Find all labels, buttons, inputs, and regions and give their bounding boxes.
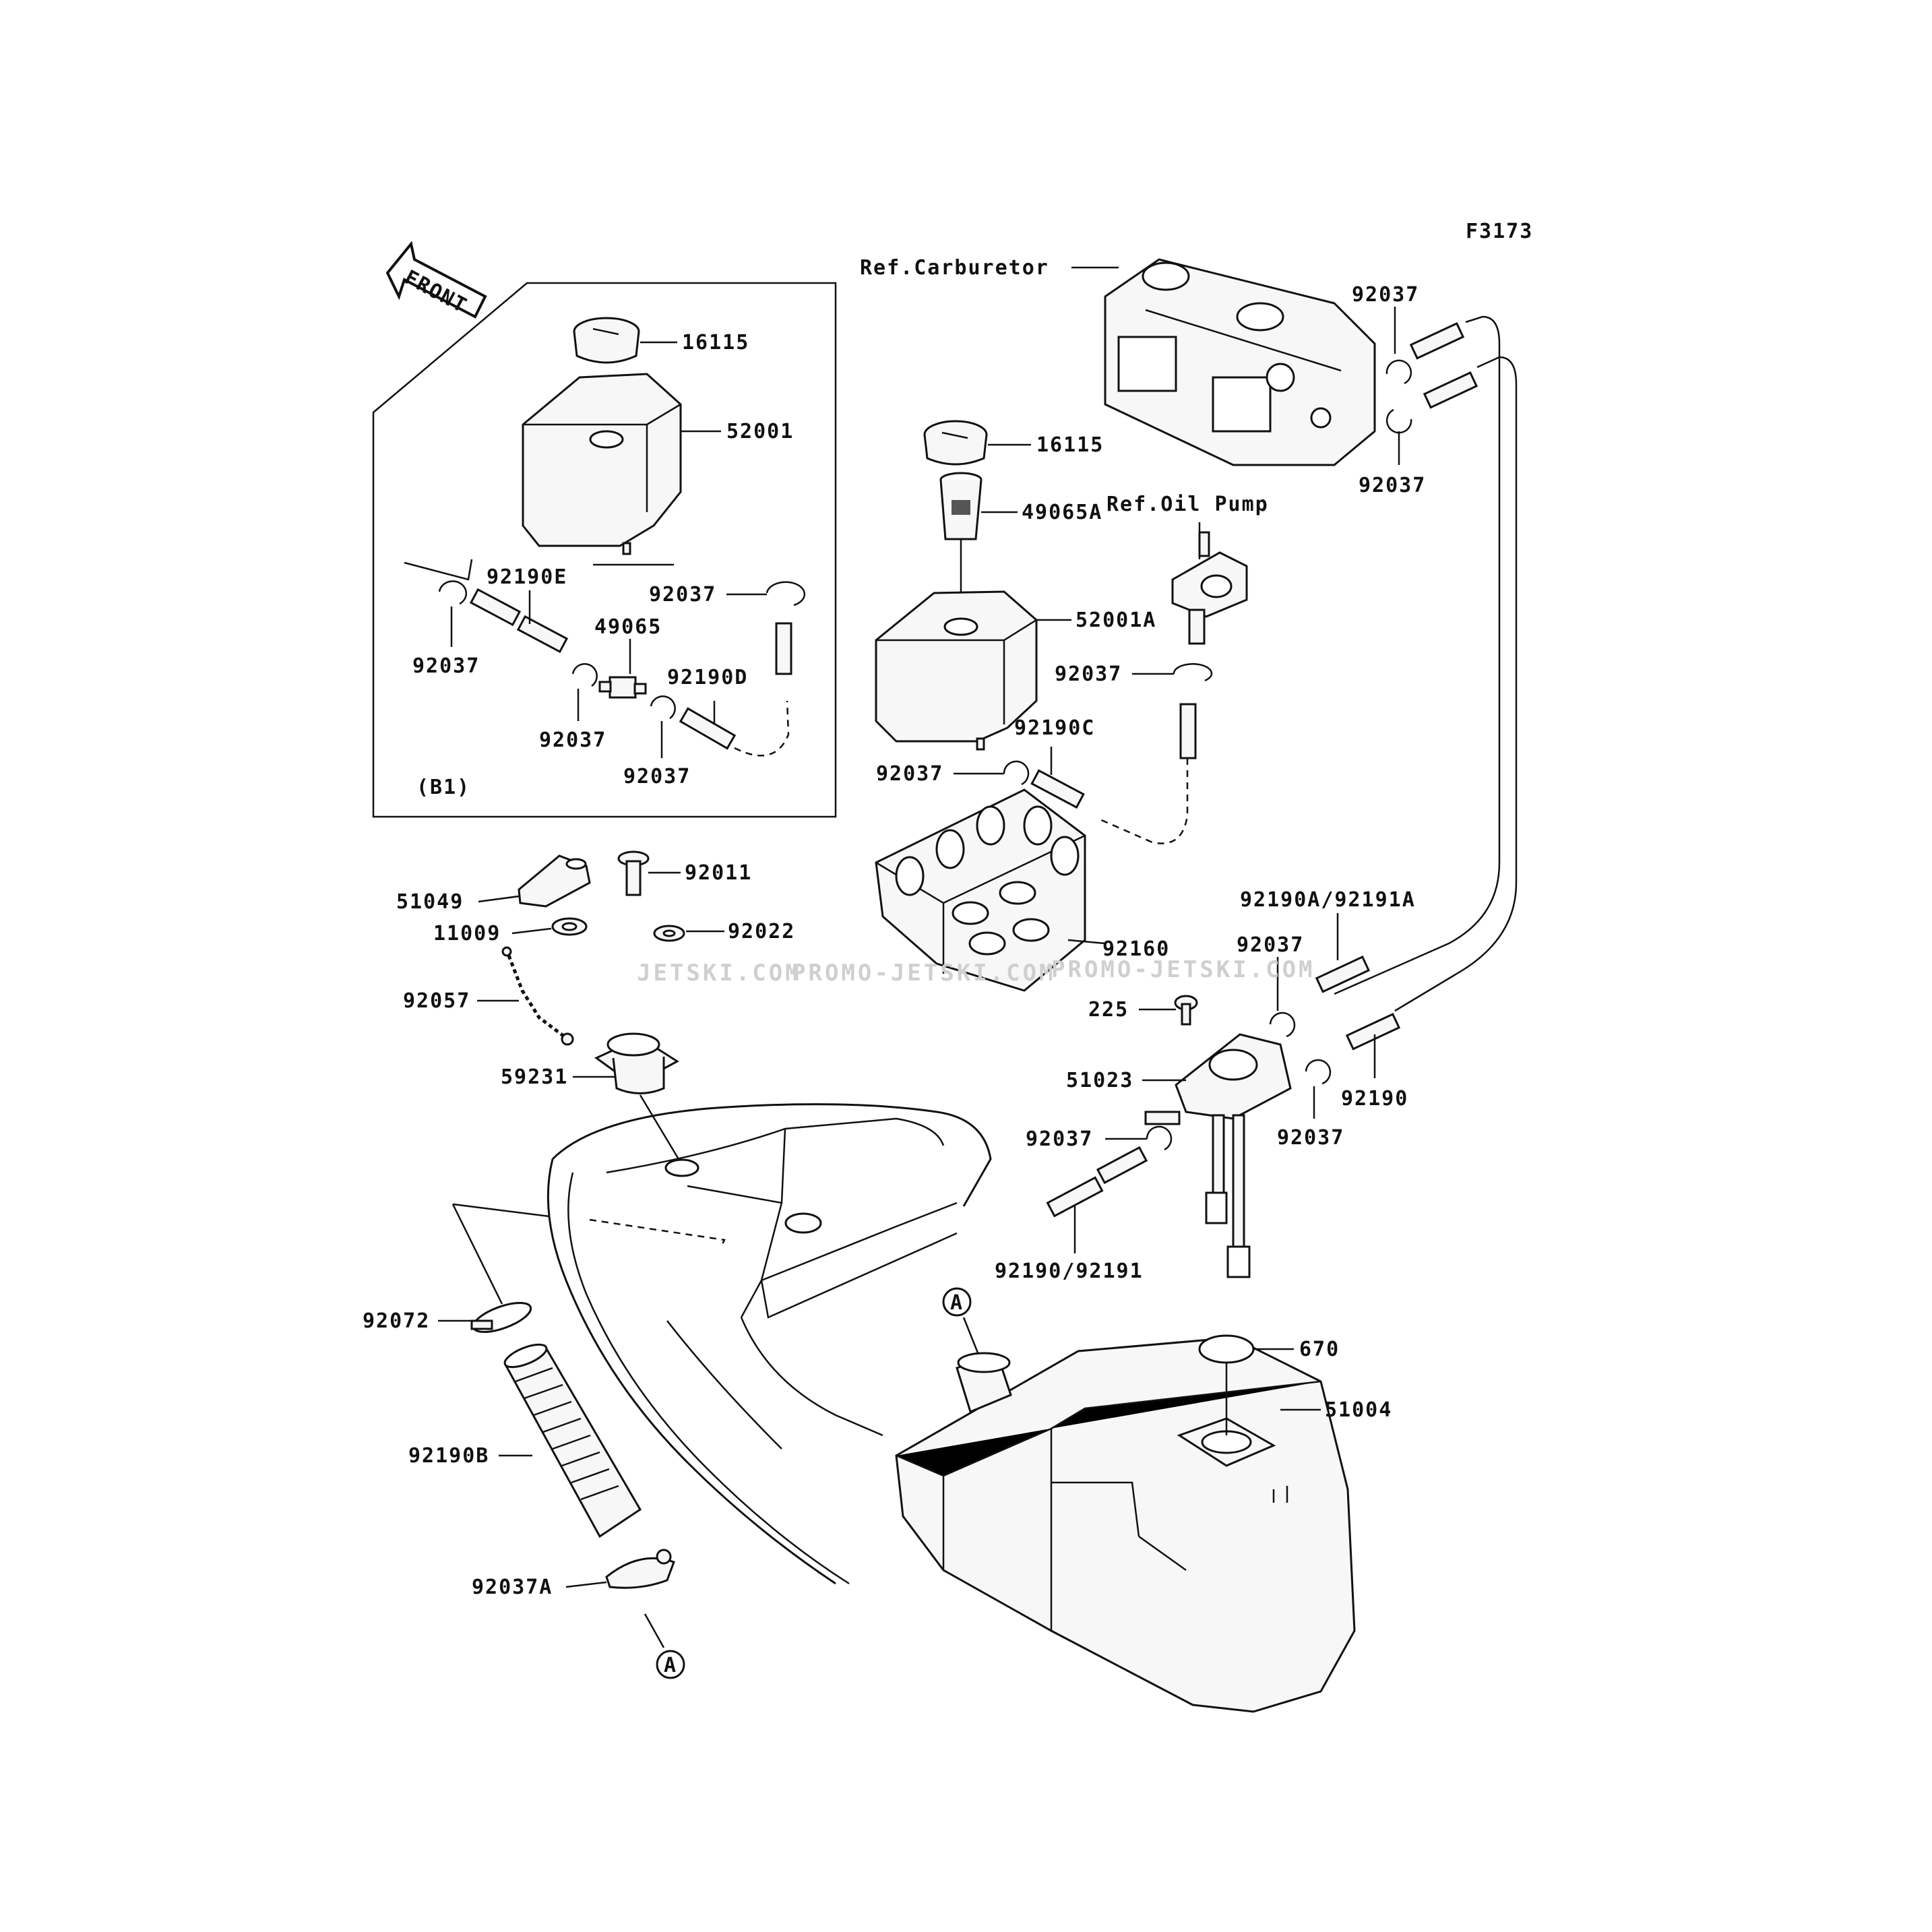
marker-a-top: A bbox=[950, 1291, 964, 1315]
hose-icon bbox=[679, 707, 737, 750]
ref-carburetor: Ref.Carburetor bbox=[860, 256, 1049, 280]
label-49065: 49065 bbox=[594, 615, 662, 639]
clamp-icon bbox=[1003, 760, 1030, 786]
label-16115-box: 16115 bbox=[682, 331, 749, 354]
label-92037-r2: 92037 bbox=[1277, 1126, 1344, 1150]
fuel-cock-icon bbox=[1144, 1033, 1292, 1278]
figure-code: F3173 bbox=[1466, 220, 1533, 243]
hose-icon bbox=[1409, 321, 1465, 360]
oil-tank-cap-icon bbox=[573, 317, 640, 364]
label-670: 670 bbox=[1299, 1338, 1340, 1361]
clamp-icon bbox=[1173, 663, 1213, 682]
hose-icon bbox=[1315, 955, 1371, 993]
label-92037-t2: 92037 bbox=[1359, 474, 1426, 497]
filler-neck-icon bbox=[594, 1032, 679, 1094]
label-92072: 92072 bbox=[363, 1309, 430, 1333]
label-92037-b3: 92037 bbox=[623, 765, 691, 788]
oil-tank-icon bbox=[522, 373, 682, 555]
watermark-3: PROMO-JETSKI.COM bbox=[1051, 956, 1315, 983]
hose-icon bbox=[1046, 1146, 1148, 1218]
label-92037-t1: 92037 bbox=[1352, 283, 1419, 307]
chain-icon bbox=[507, 955, 567, 1039]
oil-filter-icon bbox=[598, 676, 647, 699]
label-11009: 11009 bbox=[433, 922, 501, 945]
marker-a-bottom: A bbox=[664, 1654, 677, 1677]
clamp-icon bbox=[1385, 359, 1412, 385]
hose-clamp-icon bbox=[470, 1301, 532, 1334]
filler-cap-icon bbox=[518, 854, 591, 908]
ref-oil-pump: Ref.Oil Pump bbox=[1107, 493, 1269, 516]
marker-a-circle bbox=[656, 1650, 685, 1679]
label-92160: 92160 bbox=[1102, 937, 1170, 961]
label-92190c: 92190C bbox=[1014, 716, 1095, 740]
filler-hose-icon bbox=[503, 1343, 642, 1538]
tank-bracket-icon bbox=[875, 788, 1086, 992]
label-52001a: 52001A bbox=[1076, 609, 1156, 632]
label-92190-92191: 92190/92191 bbox=[995, 1259, 1144, 1283]
label-16115: 16115 bbox=[1036, 433, 1104, 457]
label-59231: 59231 bbox=[501, 1065, 568, 1089]
bolt-icon bbox=[617, 850, 650, 896]
hose-icon bbox=[469, 588, 569, 654]
label-225: 225 bbox=[1088, 998, 1129, 1022]
hose-icon bbox=[1423, 371, 1478, 409]
hose-icon bbox=[1345, 1012, 1401, 1051]
label-92190d: 92190D bbox=[667, 666, 748, 689]
watermark-2: PROMO-JETSKI.COM bbox=[792, 960, 1056, 987]
label-92190e: 92190E bbox=[487, 565, 567, 589]
label-92037a: 92037A bbox=[472, 1576, 553, 1599]
label-92022: 92022 bbox=[728, 920, 795, 943]
clamp-icon bbox=[1269, 1011, 1296, 1038]
oil-tank-cap-icon bbox=[923, 420, 988, 466]
hull-icon bbox=[547, 1103, 992, 1585]
label-92011: 92011 bbox=[685, 861, 752, 885]
label-92037-c2: 92037 bbox=[876, 762, 943, 786]
clamp-icon bbox=[571, 662, 598, 687]
label-51049: 51049 bbox=[396, 890, 464, 914]
clamp-icon bbox=[1305, 1059, 1332, 1085]
label-49065a: 49065A bbox=[1022, 501, 1102, 524]
label-92037-b4: 92037 bbox=[649, 583, 716, 606]
oil-tank-icon bbox=[875, 590, 1038, 751]
label-92037-b1: 92037 bbox=[412, 654, 480, 678]
label-51023: 51023 bbox=[1066, 1069, 1133, 1092]
clamp-icon bbox=[650, 695, 676, 720]
label-92037-b2: 92037 bbox=[539, 728, 606, 752]
group-label: (B1) bbox=[416, 776, 470, 799]
label-92190b: 92190B bbox=[408, 1444, 489, 1468]
o-ring-icon bbox=[1198, 1334, 1255, 1364]
b1-group-frame bbox=[372, 282, 837, 818]
hose-icon bbox=[1179, 703, 1197, 759]
hose-icon bbox=[1030, 769, 1085, 809]
oil-strainer-icon bbox=[939, 472, 983, 540]
label-92190: 92190 bbox=[1341, 1087, 1408, 1111]
clamp-icon bbox=[1146, 1125, 1173, 1151]
label-92037-c1: 92037 bbox=[1055, 662, 1122, 686]
hose-clamp-icon bbox=[605, 1549, 675, 1589]
fuel-tank-icon bbox=[895, 1336, 1356, 1713]
screw-icon bbox=[1174, 995, 1198, 1026]
label-92190a: 92190A/92191A bbox=[1240, 888, 1416, 912]
label-92057: 92057 bbox=[403, 989, 470, 1013]
oil-pump-icon bbox=[1171, 531, 1248, 645]
clamp-icon bbox=[1385, 408, 1412, 434]
clamp-icon bbox=[438, 580, 468, 605]
label-51004: 51004 bbox=[1325, 1398, 1392, 1422]
clamp-icon bbox=[766, 581, 806, 606]
carburetor-icon bbox=[1104, 258, 1376, 466]
label-92037-r3: 92037 bbox=[1026, 1127, 1093, 1151]
hose-icon bbox=[775, 622, 792, 675]
marker-a-circle bbox=[942, 1287, 972, 1317]
label-92037-r1: 92037 bbox=[1237, 933, 1304, 957]
watermark-1: JETSKI.COM bbox=[637, 960, 802, 987]
front-arrow-icon: FRONT bbox=[385, 241, 487, 319]
label-52001: 52001 bbox=[726, 420, 794, 443]
